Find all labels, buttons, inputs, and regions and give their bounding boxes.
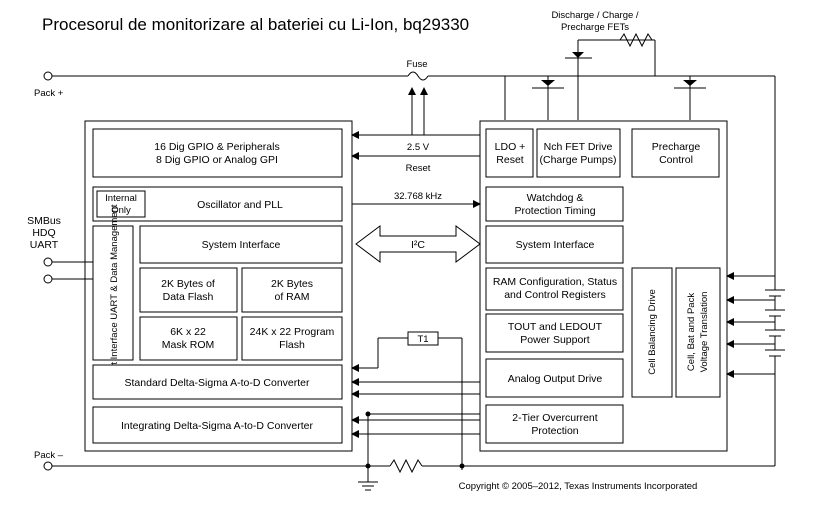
system-interface-left-label: System Interface [202,239,281,251]
inter-chip-signals [351,131,481,208]
nch-fet-line1: Nch FET Drive [544,141,613,153]
system-interface-right-label: System Interface [516,239,595,251]
precharge-block [631,128,720,178]
top-power-rail [43,71,776,290]
host-interface-block [92,225,134,361]
ldo-line1: LDO + [495,141,526,153]
precharge-line2: Control [659,154,693,166]
ram-config-line1: RAM Configuration, Status [493,276,617,288]
tout-line1: TOUT and LEDOUT [508,321,603,333]
internal-only-line2: Only [111,205,131,216]
clock-label: 32.768 kHz [394,191,442,202]
adc-input-arrows [351,378,480,470]
program-flash-block [241,316,343,361]
cell-translation-line2: Voltage Translation [699,292,710,373]
cell-sense-arrows [726,272,775,378]
fets-label-line2: Precharge FETs [561,22,629,33]
i2c-label: I²C [411,239,425,251]
internal-only-box [96,190,146,218]
standard-adc-label: Standard Delta-Sigma A-to-D Converter [125,377,310,389]
standard-adc-block [92,364,343,400]
tout-block [485,313,624,353]
data-flash-line1: 2K Bytes of [161,278,215,290]
fuse-control-arrows [408,87,428,135]
ram-line2: of RAM [274,291,309,303]
fets-label-line1: Discharge / Charge / [551,10,638,21]
cell-balancing-label: Cell Balancing Drive [647,289,658,375]
copyright-text: Copyright © 2005–2012, Texas Instruments… [459,481,698,492]
internal-only-line1: Internal [105,193,137,204]
cell-balancing-block [631,267,673,398]
ram-block [241,267,343,313]
cell-translation-line1: Cell, Bat and Pack [686,293,697,371]
gpio-block [92,128,343,178]
integrating-adc-label: Integrating Delta-Sigma A-to-D Converter [121,420,314,432]
ldo-block [485,128,534,178]
ldo-line2: Reset [496,154,524,166]
mask-rom-block [139,316,238,361]
data-flash-block [139,267,238,313]
program-flash-line2: Flash [279,339,305,351]
host-interface-label: Host Interface UART & Data Management [109,204,120,381]
reset-label: Reset [406,163,431,174]
i2c-bus-arrow [355,225,481,263]
analog-output-label: Analog Output Drive [508,373,603,385]
gpio-line2: 8 Dig GPIO or Analog GPI [156,154,278,166]
nch-fet-line2: (Charge Pumps) [539,154,616,166]
mask-rom-line2: Mask ROM [162,339,215,351]
ram-line1: 2K Bytes [271,278,313,290]
ram-config-block [485,267,624,311]
bottom-power-rail [43,360,776,491]
watchdog-block [485,186,624,222]
battery-cell-stack [765,289,785,360]
oscillator-label: Oscillator and PLL [197,199,283,211]
precharge-line1: Precharge [652,141,701,153]
pack-minus-label: Pack – [34,450,64,461]
data-flash-line2: Data Flash [163,291,214,303]
program-flash-line1: 24K x 22 Program [250,326,335,338]
system-interface-right [485,225,624,264]
host-io-hdq: HDQ [32,227,55,239]
gpio-line1: 16 Dig GPIO & Peripherals [154,141,279,153]
t1-label: T1 [417,334,428,345]
system-interface-left [139,225,343,264]
host-io-uart: UART [30,239,59,251]
t1-wiring [351,337,463,470]
integrating-adc-block [92,406,343,444]
fuse-label: Fuse [406,59,427,70]
v25-label: 2.5 V [407,142,430,153]
host-io-smbus: SMBus [27,215,61,227]
overcurrent-line2: Protection [531,425,578,437]
host-io-pins [43,257,93,284]
watchdog-line2: Protection Timing [514,205,595,217]
ram-config-line2: and Control Registers [504,289,606,301]
mask-rom-line1: 6K x 22 [170,326,206,338]
tout-line2: Power Support [520,334,590,346]
overcurrent-line1: 2-Tier Overcurrent [512,412,597,424]
cell-translation-block [675,267,721,398]
fet-symbols [504,32,706,120]
analog-output-block [485,358,624,398]
pack-plus-label: Pack + [34,88,64,99]
diagram-title: Procesorul de monitorizare al bateriei c… [42,15,469,34]
watchdog-line1: Watchdog & [527,192,584,204]
nch-fet-block [536,128,621,178]
overcurrent-block [485,404,624,444]
